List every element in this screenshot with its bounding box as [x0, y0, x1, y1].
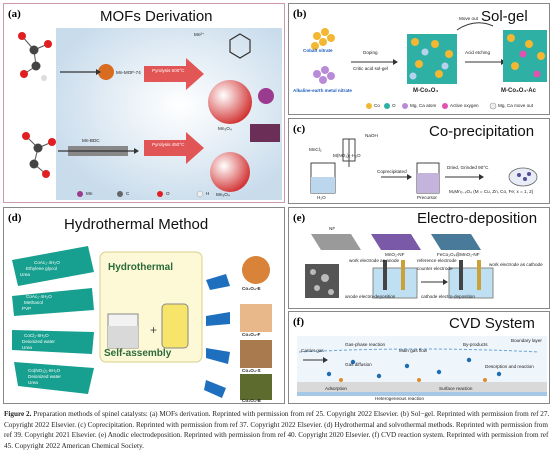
caption-label: Figure 2.	[4, 410, 32, 418]
svg-text:+: +	[150, 323, 157, 337]
label-mn-mof: Mn-MOF-74	[116, 70, 141, 75]
panel-b-title: Sol-gel	[481, 8, 528, 25]
label-metal-nitrate: M(NO₃)₂·H₂O	[333, 153, 361, 158]
input-2-c: PVP	[22, 306, 32, 311]
label-precursor: Precursor	[417, 195, 437, 200]
input-4-c: Urea	[28, 380, 38, 385]
label-main-flow: Main gas flow	[399, 348, 428, 353]
label-move-out: Move out	[459, 16, 478, 21]
panel-d: + (d) Hydrothermal Method Hydrothermal S…	[3, 207, 285, 404]
label-coprecipitated: Coprecipitated	[377, 169, 407, 174]
panel-a: (a) MOFs Derivation Mn²⁺ Mn-MOF-74 Pyrol…	[3, 3, 285, 203]
panel-b-letter: (b)	[293, 8, 307, 20]
input-2-a: CoAc₂·4H₂O	[26, 294, 52, 299]
panel-a-letter: (a)	[8, 8, 21, 20]
input-3-a: CoCl₂·6H₂O	[24, 333, 49, 338]
label-dried: Dried, Grinded 90°C	[447, 165, 489, 170]
output-3: Co₃O₄-S	[242, 368, 261, 373]
panel-c: (c) Co-precipitation NaOH MnCl₂ M(NO₃)₂·…	[288, 118, 550, 204]
label-mno-2: Mn₃O₄	[216, 192, 230, 197]
panel-b-illustration	[311, 22, 547, 110]
panel-f: (f) CVD System Carrier gas Gas-phase rea…	[288, 311, 550, 404]
label-counter: counter electrode	[417, 266, 453, 271]
label-naoh: NaOH	[365, 133, 378, 138]
input-4-b: Deionized water	[28, 374, 61, 379]
legend-b-move-out: Mg, Ca move out	[498, 103, 533, 108]
legend-b-active-oxygen: Active oxygen	[450, 103, 479, 108]
label-citric: Critic acid sol-gel	[353, 66, 388, 71]
output-4: Co₃O₄-B	[242, 398, 261, 403]
label-heterogeneous: Heterogeneous reaction	[375, 396, 425, 401]
legend-a-o: O	[166, 191, 170, 196]
legend-b-mgca: Mg, Ca atom	[410, 103, 437, 108]
legend-a-c: C	[126, 191, 130, 196]
label-pyrolysis-1: Pyrolysis 600°C	[152, 68, 185, 73]
panel-d-title: Hydrothermal Method	[64, 216, 209, 233]
label-h2o: H₂O	[317, 195, 326, 200]
caption-text: Preparation methods of spinel catalysts:…	[4, 410, 550, 450]
output-2: Co₃O₄-F	[242, 332, 261, 337]
legend-a-mn: Mn	[86, 191, 93, 196]
label-surface-reaction: Surface reaction	[439, 386, 473, 391]
label-adsorption: Adsorption	[325, 386, 347, 391]
label-carrier: Carrier gas	[301, 348, 324, 353]
input-1-a: CoAc₂·4H₂O	[34, 260, 60, 265]
input-4-a: Co(NO₃)₂·6H₂O	[28, 368, 61, 373]
label-cobalt-nitrate: Cobalt nitrate	[303, 48, 333, 53]
label-mn-bdc: Mn-BDC	[82, 138, 100, 143]
label-anode-deposition: anode electro-deposition	[345, 294, 396, 299]
label-alkaline-nitrate: Alkaline-earth metal nitrate	[293, 88, 352, 93]
label-feco2o4: FeCo₂O₄@MnO₂-NF	[437, 252, 480, 257]
label-work-cathode: work electrode as cathode	[489, 262, 543, 267]
label-mno-1: Mn₃O₄	[218, 126, 232, 131]
panel-b: (b) Sol-gel Cobalt nitrate Alkaline-eart…	[288, 3, 550, 115]
input-2-b: Methanol	[24, 300, 43, 305]
label-reference: reference electrode	[417, 258, 457, 263]
label-work-anode: work electrode as anode	[349, 258, 400, 263]
hydrothermal-label: Hydrothermal	[108, 262, 174, 273]
panel-f-illustration	[297, 336, 547, 396]
label-mn-ion: Mn²⁺	[194, 32, 205, 37]
input-3-b: Deionized water	[22, 339, 55, 344]
panel-c-letter: (c)	[293, 123, 306, 135]
legend-a-h: H	[206, 191, 210, 196]
panel-e-title: Electro-deposition	[417, 210, 538, 227]
input-1-c: Urea	[20, 272, 30, 277]
label-by-products: By-products	[463, 342, 488, 347]
panel-f-letter: (f)	[293, 316, 304, 328]
label-formula: MₓMn₃₋ₓO₄ (M = Cu, Zn, Co, Fe; x = 1, 2)	[449, 189, 534, 194]
legend-b-o: O	[392, 103, 396, 108]
panel-c-illustration	[310, 138, 538, 194]
input-3-c: Urea	[22, 345, 32, 350]
panel-a-illustration	[18, 28, 282, 200]
label-mncl2: MnCl₂	[309, 147, 322, 152]
panel-d-letter: (d)	[8, 212, 22, 224]
label-boundary: Boundary layer	[511, 338, 542, 343]
panel-e-letter: (e)	[293, 212, 306, 224]
label-gas-phase: Gas-phase reaction	[345, 342, 386, 347]
label-nf: NF	[329, 226, 336, 231]
label-cathode-deposition: cathode electro-deposition	[421, 294, 475, 299]
panel-e: (e) Electro-deposition NF MnO₂-NF FeCo₂O…	[288, 207, 550, 309]
input-1-b: Ethylene glycol	[26, 266, 57, 271]
legend-b-co: Co	[374, 103, 380, 108]
figure-caption: Figure 2. Preparation methods of spinel …	[4, 409, 552, 451]
label-m-co3o4: M-Co₃O₄	[413, 88, 439, 94]
label-doping: Doping	[363, 50, 378, 55]
label-pyrolysis-2: Pyrolysis 450°C	[152, 142, 185, 147]
panel-c-title: Co-precipitation	[429, 123, 535, 140]
label-desorption: Desorption and reaction	[485, 364, 534, 369]
label-acid-etching: Acid etching	[465, 50, 491, 55]
self-assembly-label: Self-assembly	[104, 348, 172, 359]
label-gas-diffusion: Gas diffusion	[345, 362, 372, 367]
panel-e-illustration	[305, 234, 494, 299]
panel-f-title: CVD System	[449, 315, 535, 332]
output-1: Co₃O₄-E	[242, 286, 261, 291]
panel-d-illustration: +	[12, 246, 272, 400]
label-mno2-nf: MnO₂-NF	[385, 252, 405, 257]
label-m-co3o4-ac: M-Co₃O₄-Ac	[501, 88, 536, 94]
panel-a-title: MOFs Derivation	[100, 8, 213, 25]
